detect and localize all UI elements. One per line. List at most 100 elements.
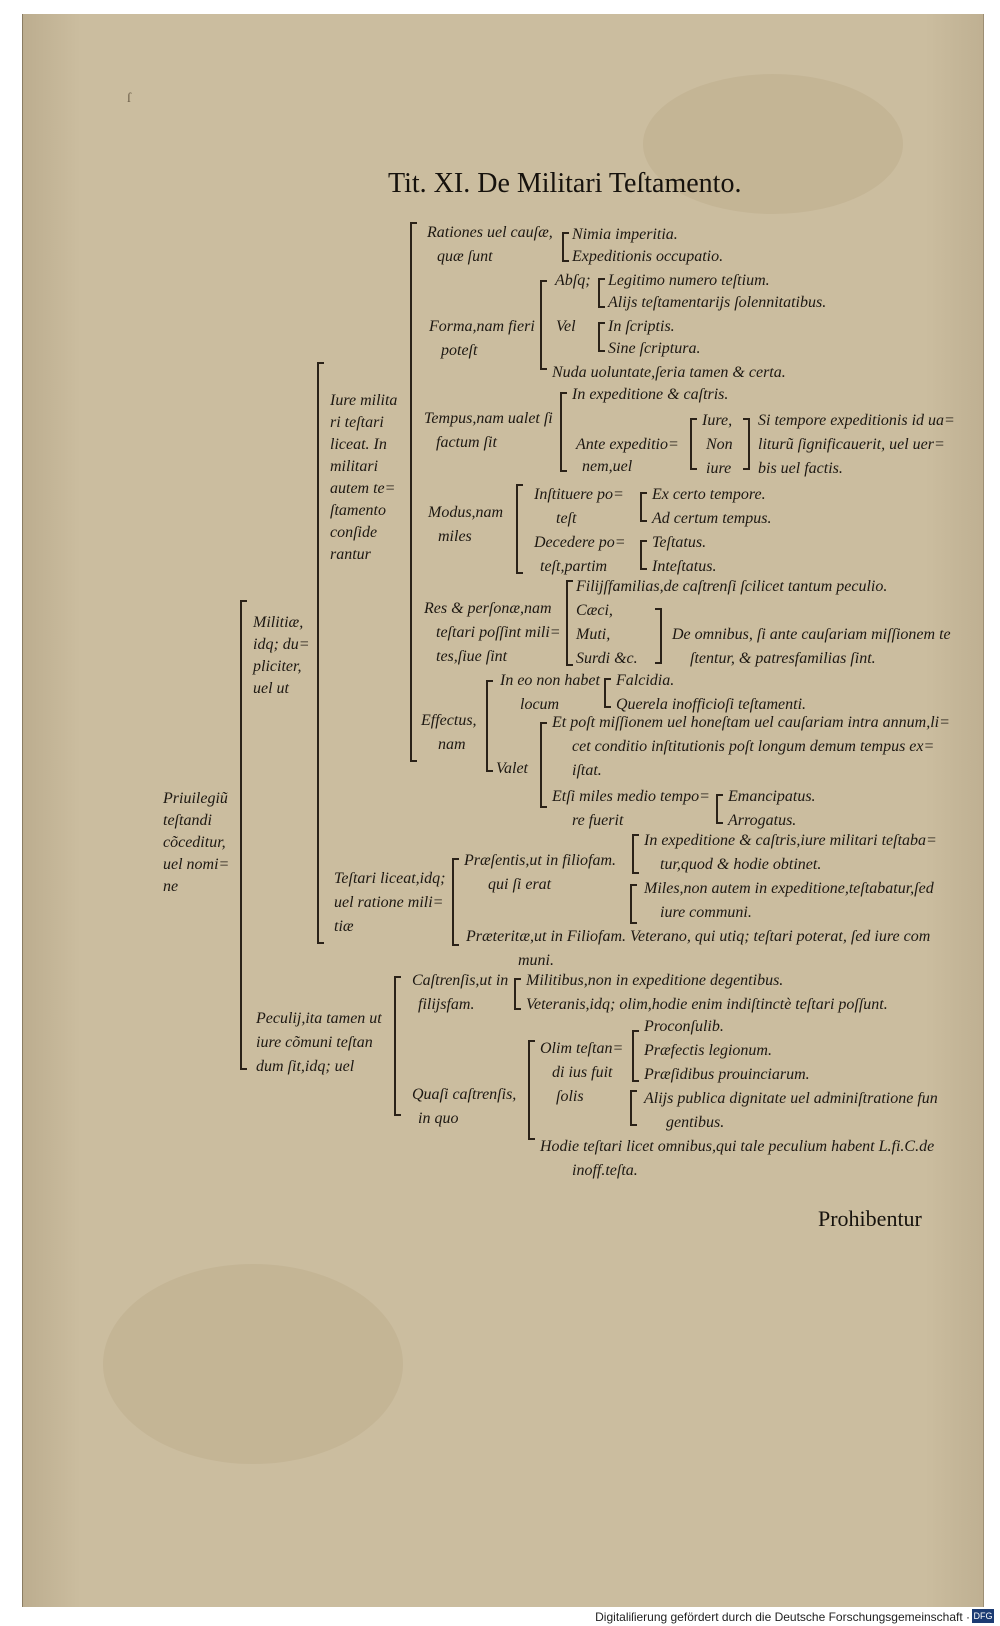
peculii-olim-item: Proconſulib. <box>644 1018 724 1035</box>
peculii-castrensis-item: Veteranis,idq; olim,hodie enim indiſtinc… <box>526 996 888 1013</box>
peculii-quasi: in quo <box>418 1110 459 1127</box>
tempus-iure: iure <box>706 460 732 477</box>
res-de-omnibus: De omnibus, ſi ante cauſariam miſſionem … <box>672 626 951 643</box>
tempus-label: Tempus,nam ualet ſi <box>424 410 553 427</box>
iure-label: militari <box>330 458 379 475</box>
root-label: ne <box>163 878 179 895</box>
testari-label: uel ratione mili= <box>334 894 444 911</box>
brace <box>240 600 250 1070</box>
tempus-ante: Ante expeditio= <box>576 436 679 453</box>
root-label: uel nomi= <box>163 856 230 873</box>
modus-inst-item: Ex certo tempore. <box>652 486 766 503</box>
brace <box>410 222 420 762</box>
brace <box>632 1030 642 1082</box>
res-label: teſtari poſſint mili= <box>436 624 561 641</box>
brace <box>560 392 570 472</box>
militiae-label: idq; du= <box>253 636 310 653</box>
brace <box>630 1090 640 1126</box>
tempus-iure: Iure, <box>702 412 733 429</box>
effectus-in-eo-item: Querela inofficioſi teſtamenti. <box>616 696 807 713</box>
testari-praesentis: qui ſi erat <box>488 876 552 893</box>
peculii-castrensis-item: Militibus,non in expeditione degentibus. <box>526 972 784 989</box>
root-label: cõceditur, <box>163 834 226 851</box>
peculii-alijs: Alijs publica dignitate uel adminiſtrati… <box>644 1090 938 1107</box>
footer-credit: Digitaliſierung gefördert durch die Deut… <box>595 1610 970 1624</box>
effectus-etsi: re fuerit <box>572 812 624 829</box>
effectus-label: Effectus, <box>421 712 477 729</box>
brace <box>516 484 526 574</box>
iure-label: ſtamento <box>330 502 386 519</box>
brace <box>562 232 572 262</box>
forma-vel-item: Sine ſcriptura. <box>608 340 701 357</box>
peculii-alijs: gentibus. <box>666 1114 725 1131</box>
effectus-et-post: Et poſt miſſionem uel honeſtam uel cauſa… <box>552 714 950 731</box>
brace <box>640 492 650 522</box>
forma-absq-item: Legitimo numero teſtium. <box>608 272 770 289</box>
page-title: Tit. XI. De Militari Teſtamento. <box>388 168 742 199</box>
effectus-in-eo-item: Falcidia. <box>616 672 675 689</box>
res-caeci: Muti, <box>576 626 611 643</box>
modus-instituere: Inſtituere po= <box>534 486 624 503</box>
modus-label: miles <box>438 528 472 545</box>
peculii-olim-item: Præfectis legionum. <box>644 1042 772 1059</box>
effectus-in-eo: locum <box>520 696 560 713</box>
iure-label: conſide <box>330 524 378 541</box>
testari-miles: Miles,non autem in expeditione,teſtabatu… <box>644 880 934 897</box>
effectus-et-post: cet conditio inſtitutionis poſt longum d… <box>572 738 935 755</box>
corner-mark: ſ <box>127 91 131 106</box>
brace <box>452 858 462 946</box>
iure-label: ri teſtari <box>330 414 384 431</box>
brace <box>604 678 614 708</box>
paper-stain <box>643 74 903 214</box>
brace <box>540 280 550 370</box>
brace <box>514 978 524 1010</box>
peculii-castrensis: filijsfam. <box>418 996 475 1013</box>
footer-bar <box>0 1607 1000 1626</box>
effectus-label: nam <box>438 736 466 753</box>
brace <box>740 418 750 470</box>
brace <box>486 680 496 772</box>
peculii-label: Peculij,ita tamen ut <box>256 1010 382 1027</box>
rationes-item: Expeditionis occupatio. <box>572 248 724 265</box>
res-filii: Filijſfamilias,de caſtrenſi ſcilicet tan… <box>576 578 888 595</box>
iure-label: autem te= <box>330 480 396 497</box>
militiae-label: Militiæ, <box>253 614 304 631</box>
res-label: Res & perſonæ,nam <box>424 600 552 617</box>
testari-praeteritae: muni. <box>518 952 554 969</box>
testari-miles: iure communi. <box>660 904 752 921</box>
effectus-etsi: Etſi miles medio tempo= <box>552 788 710 805</box>
tempus-label: factum ſit <box>436 434 497 451</box>
forma-vel-item: In ſcriptis. <box>608 318 675 335</box>
iure-label: liceat. In <box>330 436 387 453</box>
effectus-etsi-item: Emancipatus. <box>728 788 816 805</box>
dfg-logo: DFG <box>972 1609 994 1623</box>
root-label: Priuilegiũ <box>163 790 228 807</box>
rationes-item: Nimia imperitia. <box>572 226 678 243</box>
brace <box>528 1040 538 1140</box>
peculii-label: dum ſit,idq; uel <box>256 1058 355 1075</box>
tempus-in-expeditione: In expeditione & caſtris. <box>572 386 729 403</box>
forma-absq: Abſq; <box>555 272 591 289</box>
modus-decedere: Decedere po= <box>534 534 626 551</box>
effectus-in-eo: In eo non habet <box>500 672 600 689</box>
brace <box>540 722 550 808</box>
militiae-label: uel ut <box>253 680 289 697</box>
tempus-si: liturũ ſignificauerit, uel uer= <box>758 436 945 453</box>
peculii-hodie: inoff.teſta. <box>572 1162 638 1179</box>
modus-decedere: teſt,partim <box>540 558 608 575</box>
peculii-castrensis: Caſtrenſis,ut in <box>412 972 509 989</box>
catchword: Prohibentur <box>818 1206 922 1231</box>
brace <box>652 608 662 664</box>
modus-instituere: teſt <box>556 510 577 527</box>
forma-label: Forma,nam fieri <box>429 318 535 335</box>
rationes-label: quæ ſunt <box>437 248 493 265</box>
iure-label: rantur <box>330 546 371 563</box>
forma-vel: Vel <box>556 318 576 335</box>
brace <box>716 794 726 824</box>
peculii-olim-item: Præſidibus prouinciarum. <box>644 1066 810 1083</box>
testari-praesentis: Præſentis,ut in filiofam. <box>464 852 617 869</box>
paper-stain <box>103 1264 403 1464</box>
brace <box>640 540 650 570</box>
paper-leaf <box>22 14 984 1607</box>
